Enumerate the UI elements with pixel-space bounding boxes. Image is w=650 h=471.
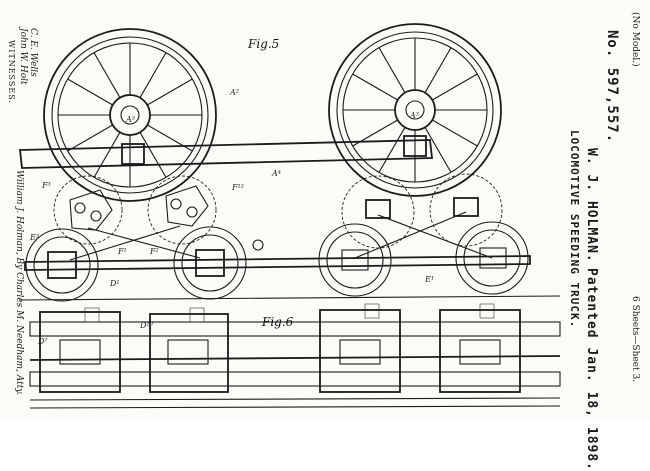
inventor-name: W. J. HOLMAN. [584, 148, 599, 263]
connecting-rod [18, 135, 434, 169]
patent-number: No. 597,557. [604, 30, 620, 144]
fig6-label: Fig.6 [261, 315, 294, 329]
wheel-spoke [424, 127, 452, 173]
label-a2: A² [229, 88, 239, 97]
model-note: (No Model.) [630, 12, 640, 67]
fig5-label: Fig.5 [247, 37, 279, 51]
wheel-spoke [147, 78, 193, 106]
driving-wheel-right [328, 23, 502, 197]
label-e1: E¹ [424, 275, 434, 284]
plan-view-frame [29, 303, 561, 409]
inventor-signature: William J. Holman, By Charles M. Needham… [14, 170, 24, 396]
label-e3: E³ [29, 233, 39, 242]
wheel-spoke [139, 52, 167, 98]
label-d7: D⁷ [37, 337, 48, 346]
label-f1: F¹ [117, 247, 127, 256]
wheel-spoke [93, 132, 121, 178]
label-a3b: A³ [409, 111, 419, 120]
locomotive-truck-drawing: A² A³ A³ A⁴ F³ F¹² E³ E¹ D¹ D⁷ D¹⁰ F¹ F²… [18, 23, 561, 409]
part-labels: A² A³ A³ A⁴ F³ F¹² E³ E¹ D¹ D⁷ D¹⁰ F¹ F² [29, 88, 434, 346]
wheel-spoke [93, 52, 121, 98]
witness-1: C. E. Wells [28, 28, 38, 77]
witness-2: John W. Holt [18, 28, 28, 85]
wheel-spoke [67, 78, 113, 106]
label-a4: A⁴ [271, 169, 281, 178]
wheel-spoke [378, 47, 406, 93]
label-d10: D¹⁰ [139, 321, 154, 330]
label-f3: F³ [41, 181, 51, 190]
wheel-spoke [424, 47, 452, 93]
label-a3: A³ [125, 115, 135, 124]
wheel-spoke [352, 73, 398, 101]
wheel-spoke [432, 73, 478, 101]
patent-title: LOCOMOTIVE SPEEDING TRUCK. [568, 130, 581, 329]
patent-date: Patented Jan. 18, 1898. [584, 268, 599, 471]
wheel-spoke [432, 119, 478, 147]
truck-wheels-right [318, 173, 529, 297]
driving-wheel-left [43, 28, 217, 202]
label-f12: F¹² [231, 183, 244, 192]
wheel-spoke [67, 124, 113, 152]
wheel-spoke [139, 132, 167, 178]
witnesses-label: WITNESSES. [7, 40, 16, 104]
patent-drawing-sheet: A² A³ A³ A⁴ F³ F¹² E³ E¹ D¹ D⁷ D¹⁰ F¹ F²… [7, 12, 640, 471]
sheet-note: 6 Sheets—Sheet 3. [630, 296, 640, 383]
truck-wheels-left [25, 175, 247, 302]
label-d1: D¹ [109, 279, 120, 288]
wheel-spoke [378, 127, 406, 173]
label-f2: F² [149, 247, 159, 256]
